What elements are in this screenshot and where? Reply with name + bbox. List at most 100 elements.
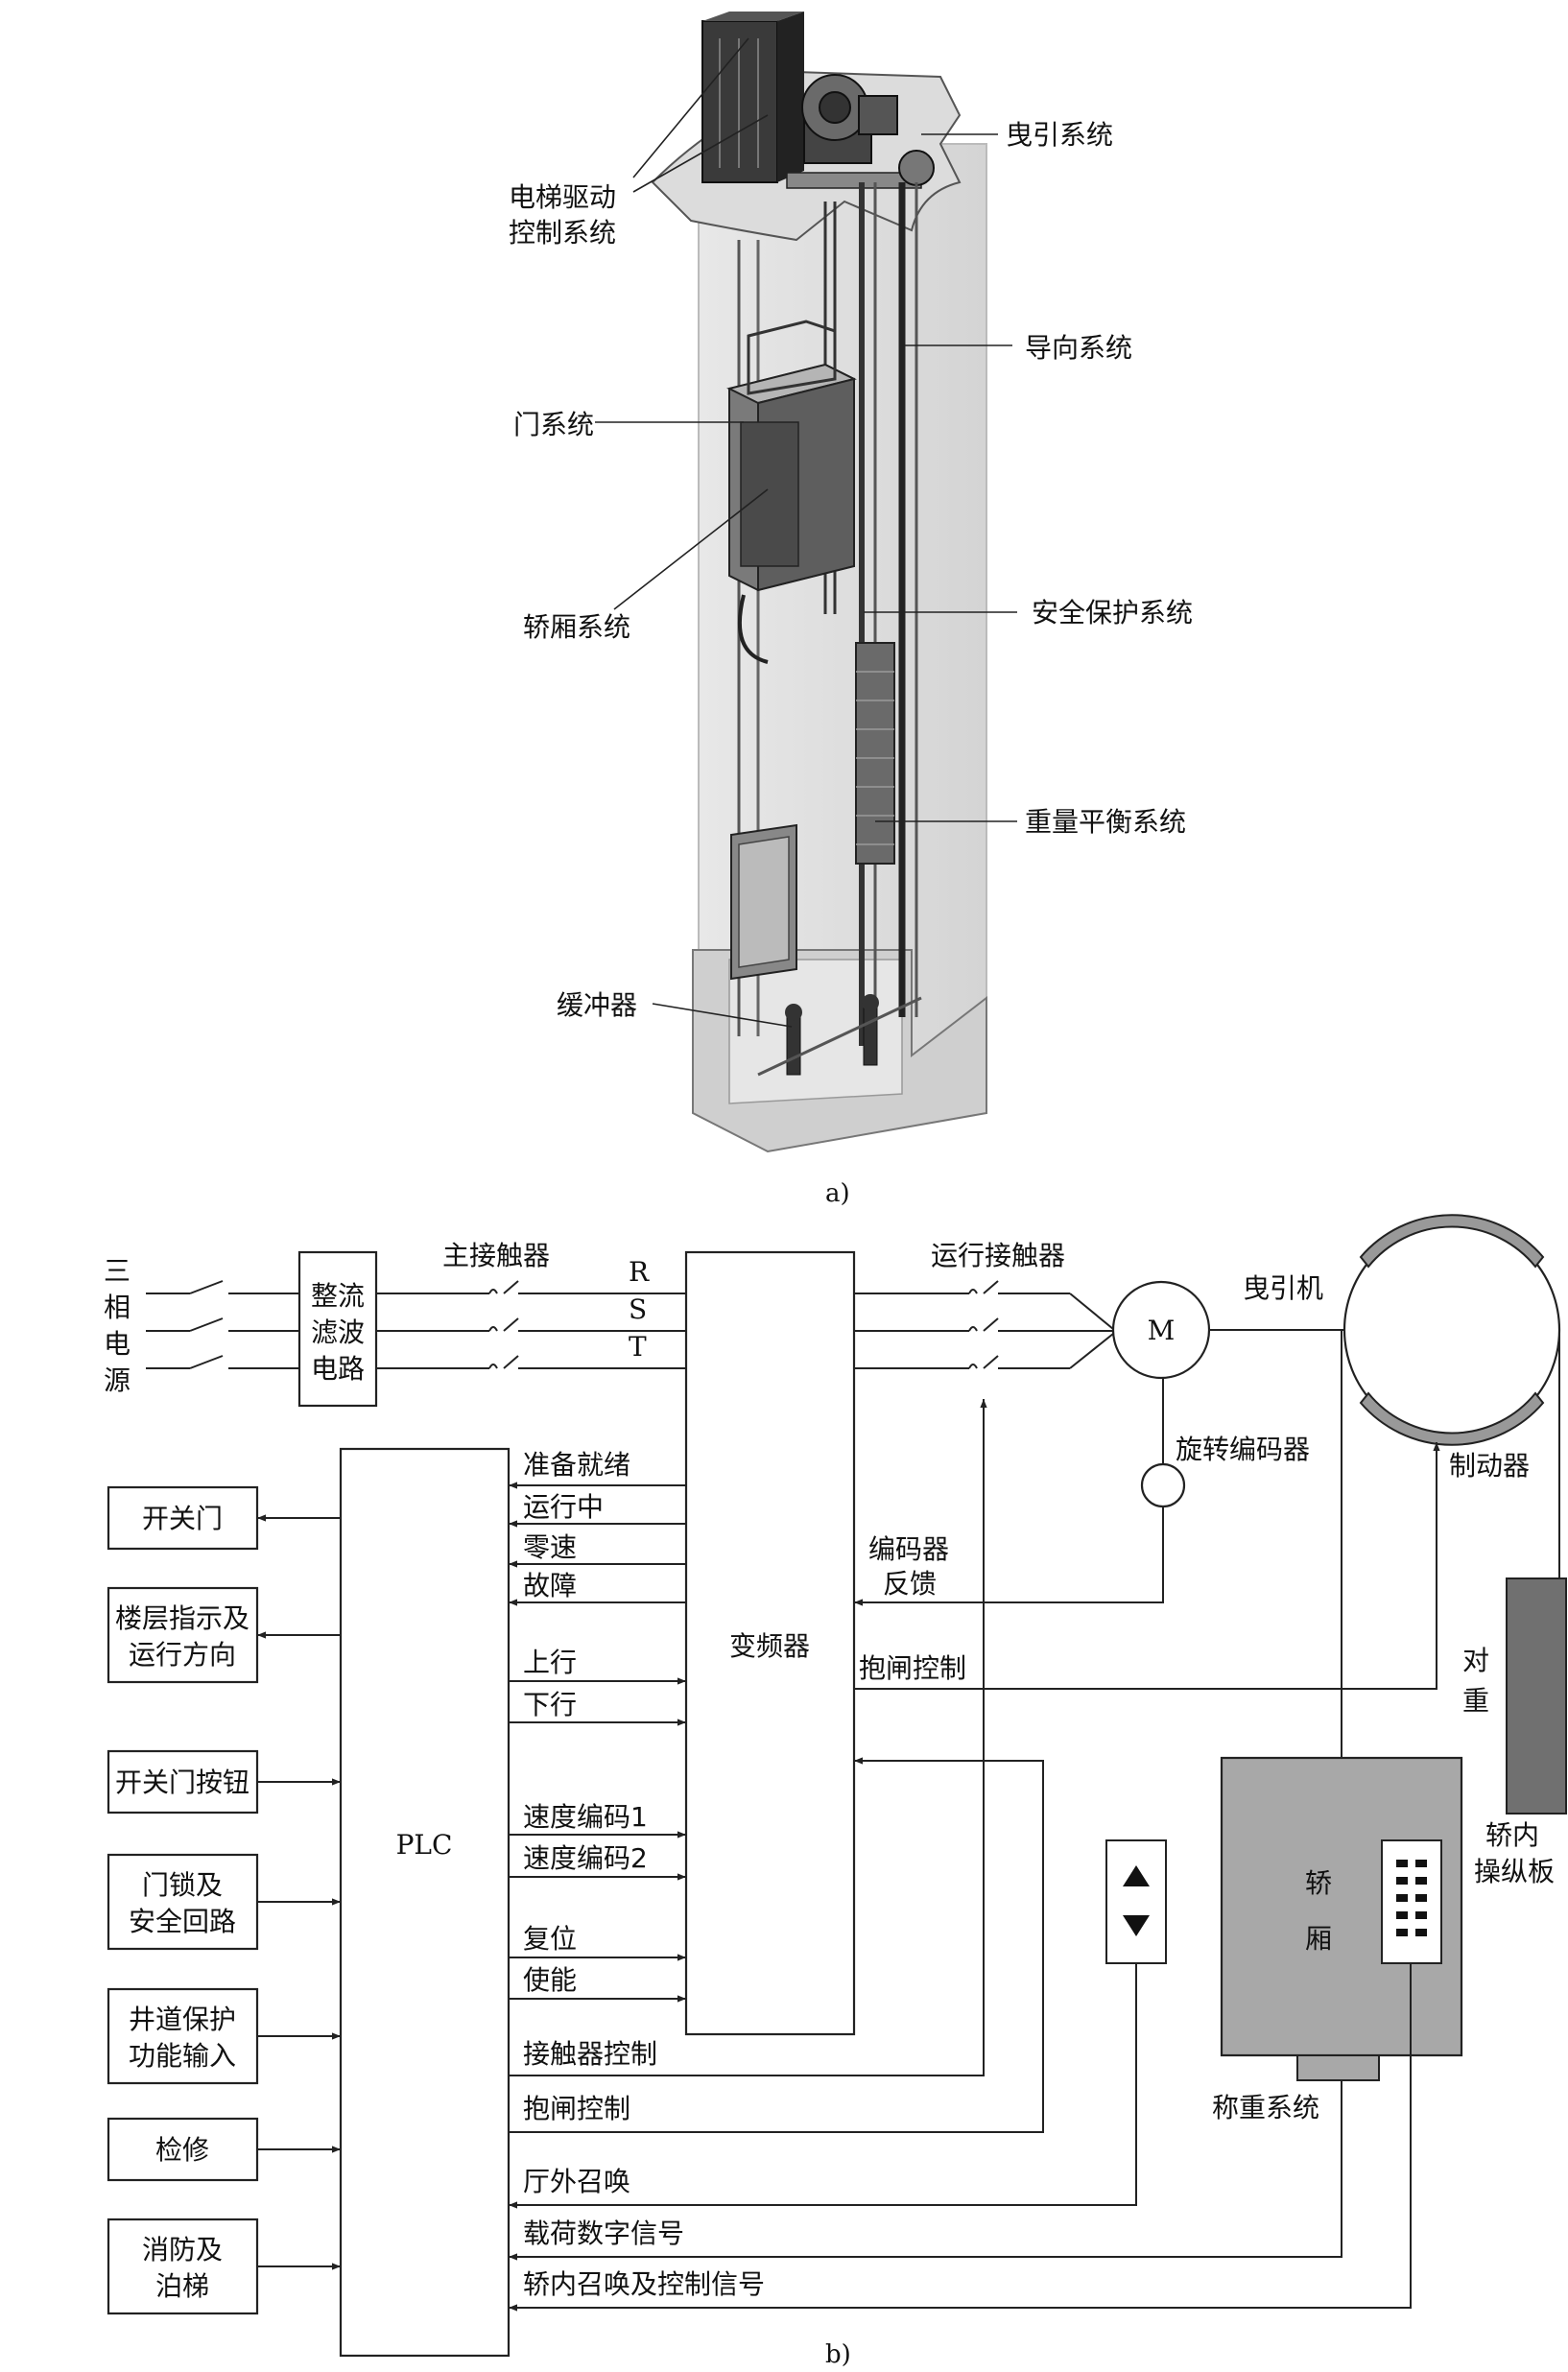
load-signal-line bbox=[509, 2080, 1342, 2261]
encoder-feedback-line bbox=[854, 1506, 1164, 1606]
main-contactor-label: 主接触器 bbox=[442, 1240, 550, 1271]
box-door-lock-1: 门锁及 bbox=[142, 1869, 223, 1901]
label-drive-control-1: 电梯驱动 bbox=[509, 181, 616, 213]
down-arrow-icon bbox=[1123, 1915, 1150, 1936]
box-floor-indicator-1: 楼层指示及 bbox=[115, 1602, 249, 1634]
encoder-feedback-2: 反馈 bbox=[883, 1568, 937, 1600]
rectifier-line-2: 滤波 bbox=[311, 1316, 365, 1348]
signal-speed-2: 速度编码2 bbox=[523, 1842, 648, 1874]
car-label-1: 轿 bbox=[1305, 1867, 1332, 1899]
box-door-open-close-text: 开关门 bbox=[142, 1503, 223, 1534]
brake-control-line bbox=[854, 1442, 1440, 1690]
box-fire-parking bbox=[107, 2218, 259, 2315]
run-contactor-label: 运行接触器 bbox=[931, 1240, 1065, 1271]
signal-fault: 故障 bbox=[523, 1570, 577, 1601]
brake-shoe-bottom bbox=[1359, 1391, 1545, 1446]
power-source-3: 电 bbox=[104, 1328, 131, 1360]
label-traction-system: 曳引系统 bbox=[1006, 119, 1113, 151]
rotary-encoder bbox=[1140, 1462, 1186, 1508]
box-door-lock-2: 安全回路 bbox=[129, 1906, 236, 1937]
phase-s: S bbox=[629, 1293, 647, 1325]
signal-enable: 使能 bbox=[523, 1964, 577, 1996]
power-source-1: 三 bbox=[104, 1255, 131, 1287]
panel-buttons bbox=[1396, 1860, 1427, 1936]
brake-label: 制动器 bbox=[1449, 1450, 1530, 1482]
power-source-2: 相 bbox=[104, 1292, 131, 1323]
box-shaft-protection-2: 功能输入 bbox=[129, 2040, 236, 2072]
box-door-lock bbox=[107, 1853, 259, 1951]
signal-brake-control: 抱闸控制 bbox=[523, 2093, 630, 2124]
run-contactor bbox=[854, 1280, 1114, 1369]
plc-left-arrows bbox=[257, 1514, 341, 2270]
car-panel-label-2: 操纵板 bbox=[1474, 1856, 1555, 1887]
power-source-4: 源 bbox=[104, 1364, 131, 1396]
box-door-open-close bbox=[107, 1485, 259, 1551]
rectifier-line-1: 整流 bbox=[311, 1280, 365, 1312]
counterweight-1: 对 bbox=[1462, 1645, 1489, 1676]
caption-a: a) bbox=[825, 1179, 850, 1208]
label-counterweight-system: 重量平衡系统 bbox=[1025, 806, 1186, 838]
signal-running: 运行中 bbox=[523, 1491, 604, 1523]
traction-machine-3d bbox=[786, 74, 935, 189]
traction-machine-label: 曳引机 bbox=[1243, 1272, 1323, 1304]
inverter-status-arrows bbox=[509, 1482, 686, 1606]
motor-label: M bbox=[1148, 1315, 1176, 1346]
box-shaft-protection bbox=[107, 1987, 259, 2085]
car-label-2: 厢 bbox=[1305, 1923, 1332, 1955]
weighing-label: 称重系统 bbox=[1212, 2092, 1319, 2123]
label-door-system: 门系统 bbox=[513, 409, 594, 440]
hall-call-station bbox=[1105, 1839, 1167, 1964]
inverter-label: 变频器 bbox=[729, 1630, 810, 1662]
main-contactor bbox=[376, 1280, 686, 1369]
plc-label: PLC bbox=[396, 1829, 453, 1861]
plc-brake-control-line bbox=[509, 1757, 1044, 2133]
box-door-button-text: 开关门按钮 bbox=[115, 1767, 249, 1798]
signal-up: 上行 bbox=[523, 1647, 577, 1678]
encoder-feedback-1: 编码器 bbox=[868, 1533, 949, 1565]
rectifier-filter-box bbox=[297, 1250, 378, 1408]
box-shaft-protection-1: 井道保护 bbox=[129, 2004, 236, 2035]
rectifier-line-3: 电路 bbox=[311, 1353, 365, 1385]
elevator-illustration bbox=[651, 12, 987, 1153]
part-a-leaders bbox=[595, 37, 1017, 1028]
signal-reset: 复位 bbox=[523, 1923, 577, 1955]
box-floor-indicator bbox=[107, 1586, 259, 1684]
caption-b: b) bbox=[825, 2340, 851, 2369]
encoder-label: 旋转编码器 bbox=[1176, 1434, 1310, 1465]
label-buffer: 缓冲器 bbox=[557, 989, 637, 1021]
car-3d bbox=[726, 320, 857, 664]
box-floor-indicator-2: 运行方向 bbox=[129, 1639, 236, 1671]
car-operating-panel bbox=[1381, 1839, 1442, 1964]
inverter-box bbox=[684, 1250, 856, 2036]
weighing-device bbox=[1296, 2054, 1380, 2081]
plc-box bbox=[339, 1447, 511, 2358]
up-arrow-icon bbox=[1123, 1865, 1150, 1886]
brake-shoe-top bbox=[1359, 1214, 1545, 1269]
box-inspection-text: 检修 bbox=[155, 2134, 209, 2166]
box-fire-parking-2: 泊梯 bbox=[155, 2270, 209, 2302]
hall-call-line bbox=[509, 1963, 1137, 2209]
box-fire-parking-1: 消防及 bbox=[142, 2234, 223, 2265]
input-switches bbox=[146, 1280, 299, 1369]
plc-command-arrows bbox=[509, 1677, 686, 2003]
car-call-line bbox=[509, 1963, 1412, 2312]
phase-t: T bbox=[629, 1331, 647, 1363]
signal-speed-1: 速度编码1 bbox=[523, 1801, 648, 1833]
contactor-control-line bbox=[509, 1399, 987, 2076]
car-panel-label-1: 轿内 bbox=[1485, 1819, 1539, 1851]
signal-contactor-control: 接触器控制 bbox=[523, 2038, 657, 2070]
signal-ready: 准备就绪 bbox=[523, 1449, 630, 1481]
signal-hall-call: 厅外召唤 bbox=[523, 2166, 630, 2197]
signal-car-call: 轿内召唤及控制信号 bbox=[523, 2268, 765, 2300]
label-safety-system: 安全保护系统 bbox=[1032, 597, 1193, 629]
label-guide-system: 导向系统 bbox=[1025, 332, 1132, 364]
counterweight-2: 重 bbox=[1462, 1685, 1489, 1717]
label-car-system: 轿厢系统 bbox=[523, 611, 630, 643]
phase-r: R bbox=[629, 1256, 650, 1288]
label-drive-control-2: 控制系统 bbox=[509, 217, 616, 249]
signal-load: 载荷数字信号 bbox=[523, 2218, 684, 2249]
brake-control-inverter: 抱闸控制 bbox=[859, 1652, 966, 1684]
counterweight-3d bbox=[855, 642, 895, 865]
counterweight-block bbox=[1506, 1577, 1567, 1815]
